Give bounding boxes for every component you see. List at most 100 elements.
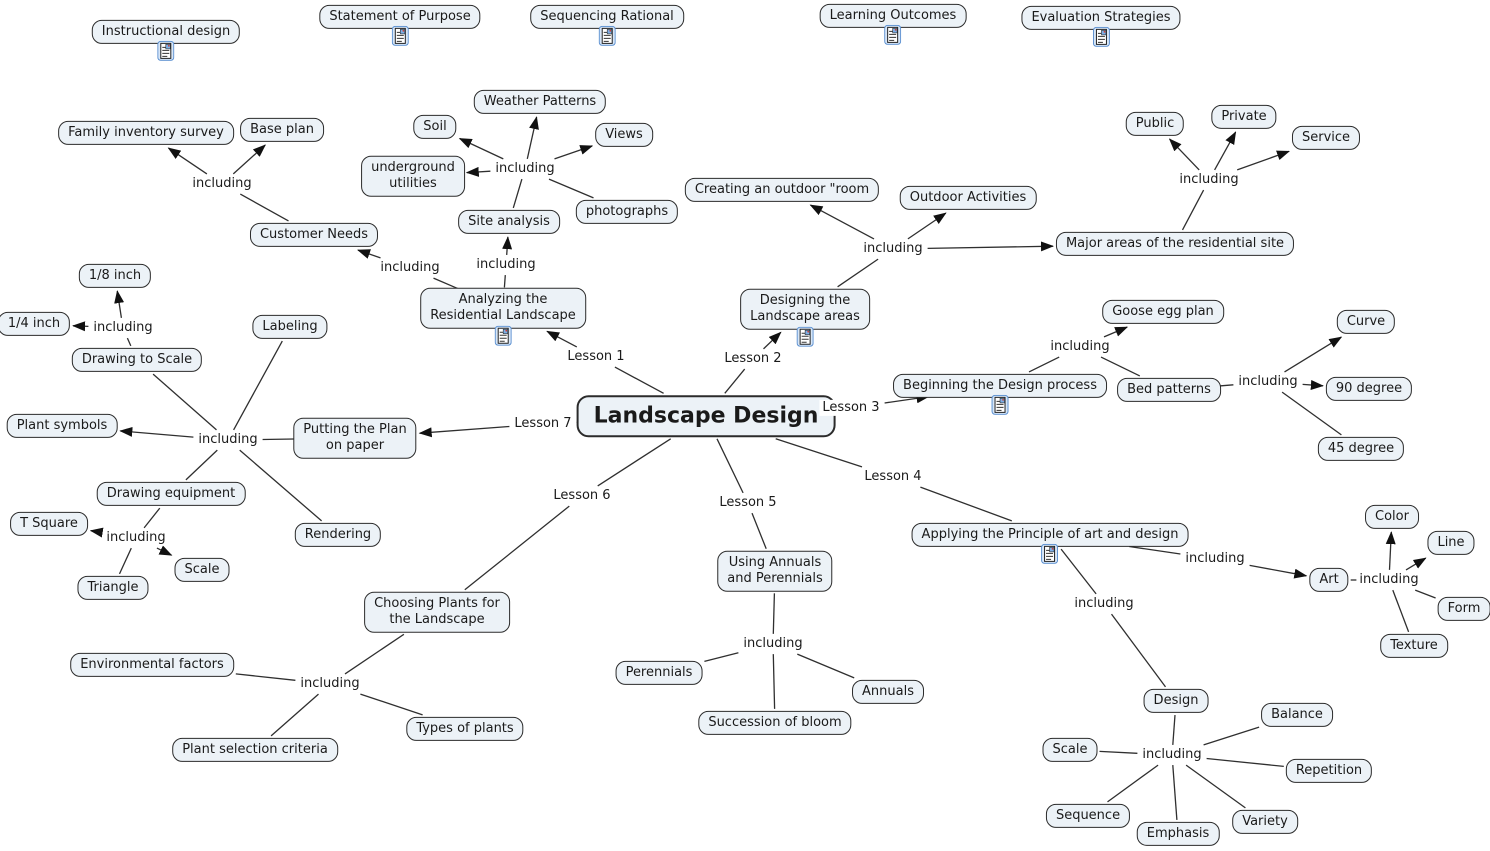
- document-resource-icon[interactable]: [1092, 27, 1110, 48]
- concept-node-plant-selection-criteria[interactable]: Plant selection criteria: [172, 737, 338, 763]
- concept-node-evaluation-strategies[interactable]: Evaluation Strategies: [1021, 5, 1181, 48]
- concept-node-texture[interactable]: Texture: [1380, 633, 1448, 659]
- linking-phrase-including-bed-patterns[interactable]: including: [1235, 373, 1301, 391]
- linking-phrase-lesson-3[interactable]: Lesson 3: [819, 399, 883, 417]
- concept-node-succession-of-bloom[interactable]: Succession of bloom: [698, 710, 852, 736]
- concept-node-site-analysis[interactable]: Site analysis: [458, 209, 560, 235]
- concept-node-sequencing-rational[interactable]: Sequencing Rational: [530, 4, 684, 47]
- concept-node-base-plan[interactable]: Base plan: [240, 117, 324, 143]
- concept-node-applying-principles[interactable]: Applying the Principle of art and design: [911, 522, 1189, 565]
- document-resource-icon[interactable]: [494, 325, 512, 346]
- linking-phrase-including-customer-needs[interactable]: including: [189, 175, 255, 193]
- concept-node-1-4-inch[interactable]: 1/4 inch: [0, 311, 71, 337]
- linking-phrase-including-putting-plan[interactable]: including: [195, 431, 261, 449]
- concept-node-1-8-inch[interactable]: 1/8 inch: [78, 263, 152, 289]
- concept-node-perennials[interactable]: Perennials: [615, 660, 703, 686]
- node-label: Scale: [184, 561, 220, 577]
- concept-node-balance[interactable]: Balance: [1261, 702, 1333, 728]
- concept-node-emphasis[interactable]: Emphasis: [1136, 821, 1220, 847]
- concept-node-soil[interactable]: Soil: [413, 114, 457, 140]
- linking-phrase-including-art-elements[interactable]: including: [1356, 571, 1422, 589]
- concept-node-major-areas[interactable]: Major areas of the residential site: [1055, 231, 1295, 257]
- linking-phrase-lesson-2[interactable]: Lesson 2: [721, 350, 785, 368]
- node-label: Environmental factors: [80, 656, 224, 672]
- linking-phrase-including-drawing-scale[interactable]: including: [90, 319, 156, 337]
- concept-node-underground-utilities[interactable]: underground utilities: [361, 155, 465, 197]
- concept-node-drawing-to-scale[interactable]: Drawing to Scale: [71, 347, 203, 373]
- concept-node-weather-patterns[interactable]: Weather Patterns: [473, 89, 607, 115]
- document-resource-icon[interactable]: [598, 26, 616, 47]
- concept-node-repetition[interactable]: Repetition: [1285, 758, 1373, 784]
- concept-node-rendering[interactable]: Rendering: [294, 522, 382, 548]
- linking-phrase-including-equipment[interactable]: including: [103, 529, 169, 547]
- concept-node-design[interactable]: Design: [1143, 688, 1209, 714]
- concept-node-types-of-plants[interactable]: Types of plants: [406, 716, 524, 742]
- concept-node-45-degree[interactable]: 45 degree: [1317, 436, 1405, 462]
- linking-phrase-lesson-4[interactable]: Lesson 4: [861, 468, 925, 486]
- linking-phrase-including-annuals[interactable]: including: [740, 635, 806, 653]
- linking-phrase-lesson-7[interactable]: Lesson 7: [511, 415, 575, 433]
- linking-phrase-including-site-analysis[interactable]: including: [492, 160, 558, 178]
- concept-node-bed-patterns[interactable]: Bed patterns: [1117, 377, 1221, 403]
- linking-phrase-including-major-areas[interactable]: including: [1176, 171, 1242, 189]
- linking-phrase-including-designing[interactable]: including: [860, 240, 926, 258]
- document-resource-icon[interactable]: [991, 395, 1009, 416]
- concept-node-photographs[interactable]: photographs: [575, 199, 679, 225]
- linking-phrase-lesson-5[interactable]: Lesson 5: [716, 494, 780, 512]
- linking-phrase-including-analyzing-customer[interactable]: including: [377, 259, 443, 277]
- concept-node-designing-landscape-areas[interactable]: Designing the Landscape areas: [740, 288, 870, 347]
- concept-node-views[interactable]: Views: [595, 122, 653, 148]
- concept-node-sequence[interactable]: Sequence: [1045, 803, 1131, 829]
- concept-node-goose-egg-plan[interactable]: Goose egg plan: [1102, 299, 1224, 325]
- concept-node-creating-outdoor-room[interactable]: Creating an outdoor "room: [684, 177, 880, 203]
- concept-node-triangle[interactable]: Triangle: [77, 575, 149, 601]
- concept-node-labeling[interactable]: Labeling: [252, 314, 328, 340]
- concept-node-analyzing-residential-landscape[interactable]: Analyzing the Residential Landscape: [420, 287, 586, 346]
- concept-node-public[interactable]: Public: [1125, 111, 1185, 137]
- concept-node-using-annuals-perennials[interactable]: Using Annuals and Perennials: [717, 550, 833, 592]
- linking-phrase-including-design-principles[interactable]: including: [1139, 746, 1205, 764]
- concept-node-customer-needs[interactable]: Customer Needs: [249, 222, 379, 248]
- concept-node-line[interactable]: Line: [1427, 530, 1475, 556]
- linking-phrase-lesson-6[interactable]: Lesson 6: [550, 487, 614, 505]
- concept-node-variety[interactable]: Variety: [1232, 809, 1298, 835]
- document-resource-icon[interactable]: [391, 26, 409, 47]
- concept-node-art[interactable]: Art: [1309, 567, 1349, 593]
- linking-phrase-including-beginning[interactable]: including: [1047, 338, 1113, 356]
- document-resource-icon[interactable]: [157, 41, 175, 62]
- concept-node-environmental-factors[interactable]: Environmental factors: [70, 652, 234, 678]
- concept-node-outdoor-activities[interactable]: Outdoor Activities: [899, 185, 1037, 211]
- concept-node-scale-principle[interactable]: Scale: [1042, 737, 1098, 763]
- concept-node-90-degree[interactable]: 90 degree: [1325, 376, 1413, 402]
- concept-node-service[interactable]: Service: [1291, 125, 1361, 151]
- document-resource-icon[interactable]: [796, 326, 814, 347]
- concept-node-landscape-design[interactable]: Landscape Design: [576, 395, 836, 437]
- edge-including-annuals--succession-of-bloom: [772, 654, 776, 709]
- concept-node-putting-plan-on-paper[interactable]: Putting the Plan on paper: [293, 417, 417, 459]
- concept-node-form[interactable]: Form: [1437, 596, 1490, 622]
- document-resource-icon[interactable]: [884, 25, 902, 46]
- concept-node-learning-outcomes[interactable]: Learning Outcomes: [819, 3, 967, 46]
- concept-node-scale-tool[interactable]: Scale: [174, 557, 230, 583]
- linking-phrase-including-applying-design[interactable]: including: [1071, 595, 1137, 613]
- concept-node-choosing-plants[interactable]: Choosing Plants for the Landscape: [364, 591, 510, 633]
- concept-node-private[interactable]: Private: [1211, 104, 1277, 130]
- concept-node-plant-symbols[interactable]: Plant symbols: [6, 413, 118, 439]
- edge-putting-plan-on-paper--including-putting-plan: [262, 438, 295, 441]
- concept-node-annuals[interactable]: Annuals: [852, 679, 924, 705]
- edge-including-site-analysis--underground-utilities: [465, 166, 491, 177]
- concept-node-color[interactable]: Color: [1365, 504, 1419, 530]
- concept-node-beginning-design-process[interactable]: Beginning the Design process: [893, 373, 1107, 416]
- linking-phrase-including-choosing[interactable]: including: [297, 675, 363, 693]
- concept-node-curve[interactable]: Curve: [1336, 309, 1396, 335]
- concept-node-drawing-equipment[interactable]: Drawing equipment: [96, 481, 246, 507]
- concept-node-instructional-design[interactable]: Instructional design: [91, 19, 241, 62]
- linking-phrase-including-applying-art[interactable]: including: [1182, 550, 1248, 568]
- edge-applying-principles--including-applying-design: [1060, 548, 1097, 595]
- linking-phrase-including-analyzing-site[interactable]: including: [473, 256, 539, 274]
- concept-node-t-square[interactable]: T Square: [10, 511, 88, 537]
- concept-node-family-inventory-survey[interactable]: Family inventory survey: [58, 120, 234, 146]
- linking-phrase-lesson-1[interactable]: Lesson 1: [564, 348, 628, 366]
- concept-node-statement-of-purpose[interactable]: Statement of Purpose: [319, 4, 481, 47]
- document-resource-icon[interactable]: [1041, 544, 1059, 565]
